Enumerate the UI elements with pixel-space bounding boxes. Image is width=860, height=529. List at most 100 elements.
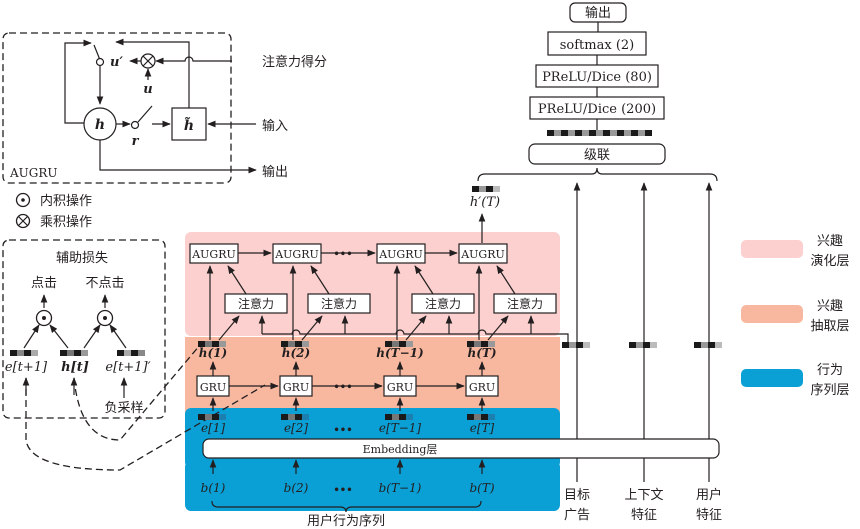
legend-swatch-behavior bbox=[741, 369, 803, 387]
hidden-state-label: h(T) bbox=[467, 346, 496, 360]
embedding-vector bbox=[467, 414, 495, 420]
vector-cell bbox=[302, 414, 309, 420]
concat-vector-cell bbox=[617, 130, 624, 136]
final-output-label: 输出 bbox=[585, 5, 611, 21]
prelu-80-label: PReLU/Dice (80) bbox=[542, 70, 652, 85]
vector-cell bbox=[385, 341, 392, 347]
vector-cell bbox=[481, 341, 488, 347]
embedding-layer-box bbox=[202, 438, 720, 459]
reset-switch-node bbox=[130, 120, 140, 130]
vector-cell bbox=[295, 414, 302, 420]
concat-label: 级联 bbox=[584, 148, 610, 163]
hidden-to-attention-arrow bbox=[218, 315, 240, 341]
negative-sampling-label: 负采样 bbox=[104, 401, 143, 416]
vector-cell bbox=[650, 342, 657, 348]
attention-bus-line bbox=[262, 329, 569, 342]
attention-score-line bbox=[155, 56, 232, 65]
augru-feedback-line bbox=[64, 39, 100, 124]
attention-unit-box bbox=[307, 293, 371, 314]
augru-unit-label: AUGRU bbox=[378, 248, 423, 261]
vector-cell bbox=[281, 341, 288, 347]
legend-behavior-line1: 行为 bbox=[817, 363, 843, 378]
gru-unit-label: GRU bbox=[387, 381, 413, 394]
attention-to-augru-arrow bbox=[227, 265, 247, 295]
vector-cell bbox=[302, 341, 309, 347]
attention-unit-box bbox=[493, 293, 557, 314]
target-ad-label-1: 目标 bbox=[564, 488, 590, 503]
behavior-label: b(T−1) bbox=[379, 481, 422, 495]
multiply-label: 乘积操作 bbox=[40, 214, 92, 230]
multiply-icon-stroke bbox=[18, 216, 28, 226]
vector-cell bbox=[392, 341, 399, 347]
eneg-to-noclick-arrow bbox=[109, 324, 127, 349]
embedding-vector bbox=[281, 414, 309, 420]
hidden-state-vector bbox=[281, 341, 309, 347]
vector-cell bbox=[694, 342, 701, 348]
reset-switch bbox=[137, 105, 153, 123]
legend-swatch-extraction bbox=[741, 305, 803, 323]
hidden-state-label: h(1) bbox=[199, 346, 227, 360]
vector-cell bbox=[399, 414, 406, 420]
vector-cell bbox=[708, 342, 715, 348]
dot-product-icon-dot bbox=[21, 198, 25, 202]
output-label: 输出 bbox=[262, 164, 288, 180]
vector-cell bbox=[467, 341, 474, 347]
attention-unit-box bbox=[411, 293, 475, 314]
side-feature-vector bbox=[562, 342, 590, 348]
user-feature-label-2: 特征 bbox=[696, 508, 722, 523]
update-switch bbox=[93, 44, 101, 61]
h-t-label: h[t] bbox=[61, 360, 89, 375]
vector-cell bbox=[392, 414, 399, 420]
r-label: r bbox=[132, 134, 140, 149]
softmax-label: softmax (2) bbox=[560, 38, 635, 53]
vector-cell bbox=[205, 341, 212, 347]
vector-cell bbox=[701, 342, 708, 348]
user-feature-label-1: 用户 bbox=[696, 487, 722, 503]
legend-evolution-line1: 兴趣 bbox=[817, 234, 843, 249]
e-next-to-click-arrow bbox=[23, 324, 40, 349]
h-tilde-label: h̃ bbox=[184, 116, 194, 134]
concat-box bbox=[528, 143, 666, 165]
attention-to-augru-arrow bbox=[414, 265, 434, 295]
e-next-label: e[t+1] bbox=[5, 360, 48, 375]
legend-extraction-line1: 兴趣 bbox=[817, 299, 843, 314]
h-prime-T-vector bbox=[472, 186, 500, 192]
click-label: 点击 bbox=[31, 276, 57, 291]
extraction-bottom-round bbox=[185, 395, 560, 407]
vector-cell bbox=[481, 414, 488, 420]
context-feature-label-1: 上下文 bbox=[624, 488, 663, 503]
behavior-layer-top-bg bbox=[185, 408, 560, 468]
extraction-ellipsis: ••• bbox=[333, 382, 352, 393]
embedding-label: e[T] bbox=[470, 421, 495, 435]
e-next-vector bbox=[10, 350, 38, 356]
vector-cell bbox=[406, 414, 413, 420]
behavior-label: b(2) bbox=[284, 481, 309, 495]
embedding-vector bbox=[385, 414, 413, 420]
vector-cell bbox=[288, 414, 295, 420]
u-label: u bbox=[143, 82, 152, 97]
concat-vector-cell bbox=[603, 130, 610, 136]
vector-cell bbox=[281, 414, 288, 420]
vector-cell bbox=[399, 341, 406, 347]
vector-cell bbox=[474, 341, 481, 347]
h-prime-T-label: h′(T) bbox=[470, 195, 500, 210]
vector-cell bbox=[198, 341, 205, 347]
aux-loss-title: 辅助损失 bbox=[56, 251, 108, 266]
attention-unit-label: 注意力 bbox=[425, 296, 461, 311]
concat-vector bbox=[547, 130, 652, 136]
side-feature-vector bbox=[629, 342, 657, 348]
legend-behavior-line2: 序列层 bbox=[810, 383, 849, 398]
no-click-label: 不点击 bbox=[85, 276, 124, 291]
behavior-label: b(1) bbox=[201, 481, 226, 495]
concat-vector-cell bbox=[589, 130, 596, 136]
behavior-sequence-layer-bg bbox=[185, 461, 560, 511]
legend-swatch-evolution bbox=[741, 240, 803, 258]
side-feature-vector bbox=[694, 342, 722, 348]
vector-cell bbox=[569, 342, 576, 348]
embedding-label: e[1] bbox=[201, 421, 225, 435]
dot-product-icon-dot bbox=[103, 316, 107, 320]
side-feature-vectors bbox=[562, 342, 722, 348]
vector-cell bbox=[288, 341, 295, 347]
update-switch-node bbox=[95, 57, 105, 67]
